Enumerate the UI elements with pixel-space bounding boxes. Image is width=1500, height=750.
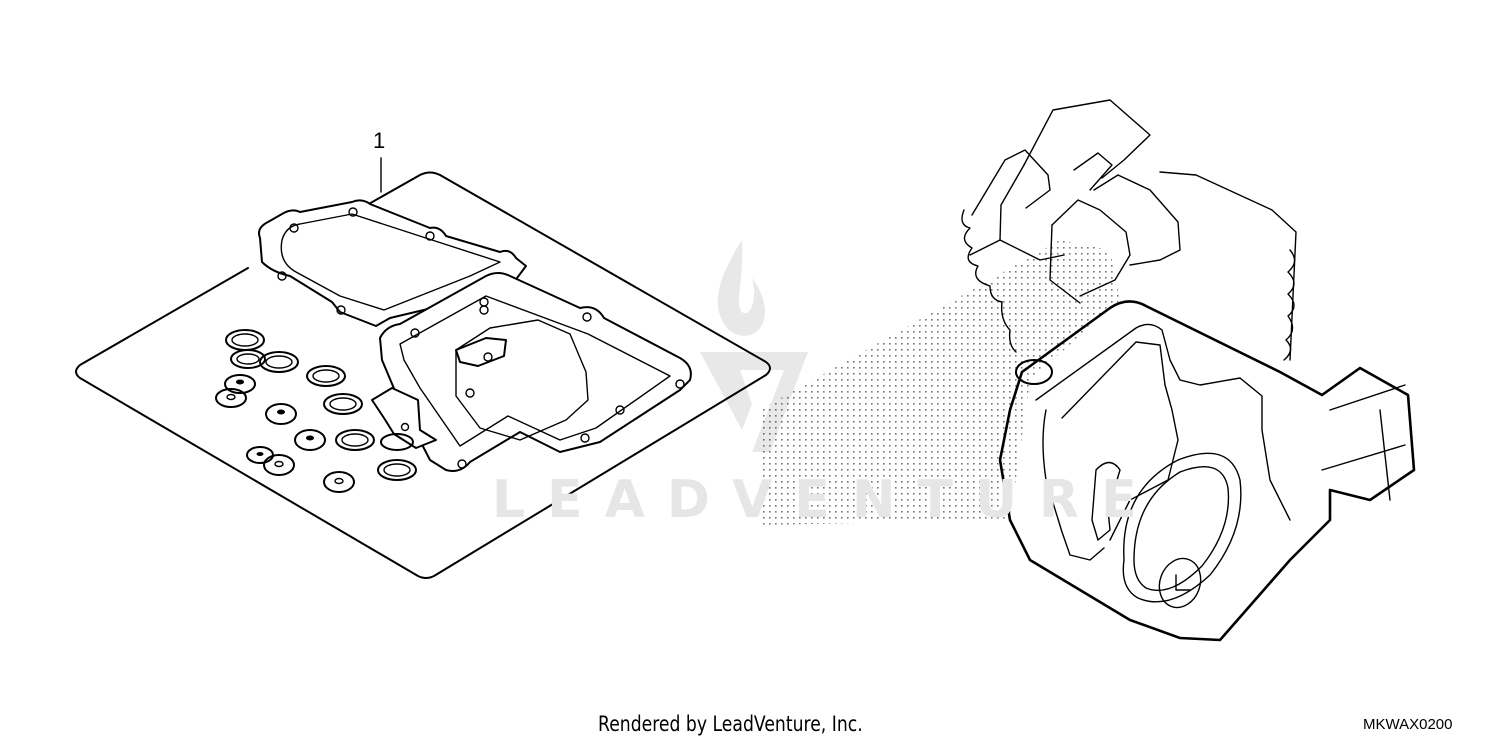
engine-shading [760,240,1120,525]
engine-illustration [961,99,1416,642]
callout-number-1[interactable]: 1 [373,128,386,153]
diagram-code: MKWAX0200 [1363,716,1453,733]
footer-credit: Rendered by LeadVenture, Inc. [598,712,863,736]
o-rings [215,329,417,493]
watermark-logo-icon [700,240,808,452]
gasket-kit-part-1[interactable] [75,157,771,579]
watermark-text: LEADVENTURE [492,470,1159,530]
